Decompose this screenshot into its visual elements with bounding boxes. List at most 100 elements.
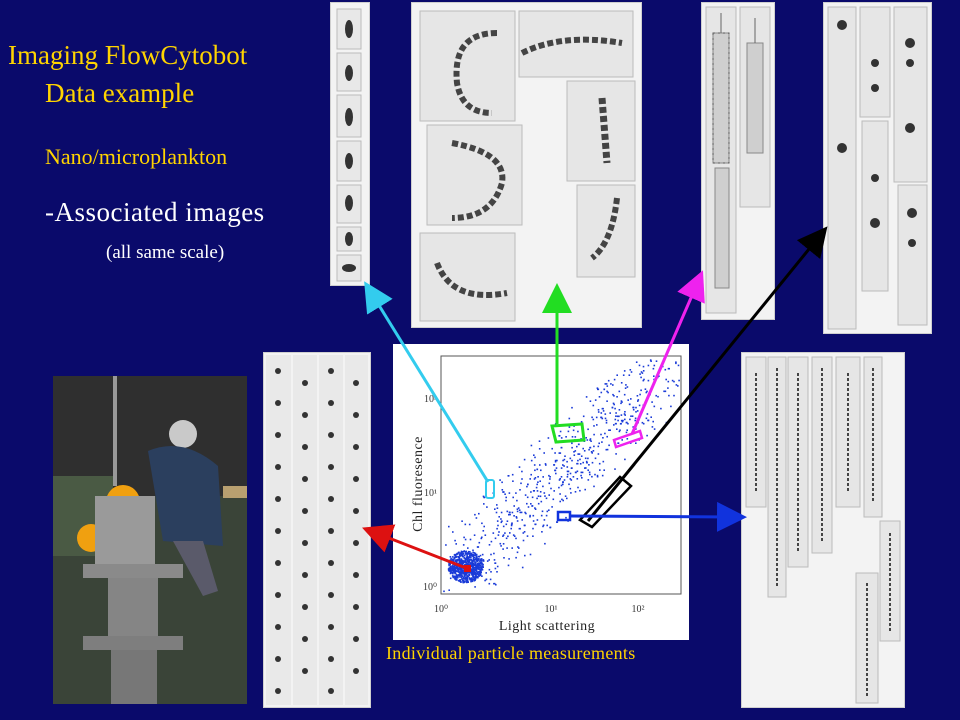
scatter-point <box>449 556 452 558</box>
image-panel-chain-diatoms <box>411 2 642 328</box>
scatter-point <box>539 491 542 493</box>
scatter-point <box>602 460 605 463</box>
scatter-point <box>462 573 465 575</box>
scatter-point <box>512 480 514 482</box>
title-line-1: Imaging FlowCytobot <box>8 40 248 70</box>
scatter-point <box>605 419 608 422</box>
scatter-point <box>455 567 458 570</box>
scatter-point <box>588 448 590 451</box>
scatter-point <box>516 510 519 513</box>
scatter-point <box>471 561 473 563</box>
scatter-point <box>613 403 615 406</box>
scatter-point <box>455 543 457 545</box>
scatter-point <box>461 570 464 572</box>
scatter-point <box>552 498 555 501</box>
scatter-point <box>622 419 624 422</box>
scatter-point <box>486 506 488 508</box>
scatter-point <box>472 578 475 581</box>
scatter-point <box>479 564 481 566</box>
scatter-point <box>616 428 618 430</box>
scatter-point <box>480 537 483 540</box>
scatter-point <box>590 440 592 442</box>
scatter-point <box>526 502 528 505</box>
scatter-point <box>606 448 609 451</box>
scatter-point <box>532 520 535 522</box>
scatter-point <box>453 556 456 559</box>
scatter-point <box>450 572 453 574</box>
scatter-point <box>571 446 573 449</box>
scatter-point <box>585 467 587 469</box>
scatter-point <box>471 578 473 581</box>
scatter-point <box>464 581 466 583</box>
photo-illustration <box>53 376 247 704</box>
scatter-point <box>455 556 457 559</box>
scatter-point <box>644 388 647 390</box>
scatter-point <box>443 590 445 593</box>
scatter-point <box>533 454 535 456</box>
scatter-plot: 10⁰ 10¹ 10² 10⁰ 10¹ 10² Light scattering… <box>393 344 689 640</box>
scatter-point <box>508 513 510 516</box>
scatter-point <box>479 571 482 573</box>
scatter-point <box>592 450 595 452</box>
scatter-point <box>589 446 592 449</box>
scatter-point <box>526 496 529 499</box>
scatter-point <box>655 394 657 397</box>
scatter-point <box>571 459 573 462</box>
scatter-point <box>548 494 550 496</box>
scatter-point <box>620 400 623 402</box>
scatter-point <box>604 413 607 415</box>
image-panel-nano-cells <box>330 2 370 286</box>
scatter-point <box>554 460 557 463</box>
scatter-point <box>464 551 467 553</box>
scatter-point <box>472 549 474 552</box>
scatter-point <box>564 455 566 457</box>
scatter-point <box>642 379 645 382</box>
scatter-point <box>483 525 485 528</box>
scatter-point <box>670 405 672 408</box>
scatter-point <box>498 516 500 518</box>
scatter-point <box>470 563 472 565</box>
scatter-point <box>517 507 520 509</box>
scatter-point <box>594 473 596 476</box>
scatter-point <box>530 459 533 462</box>
scatter-plot-svg: 10⁰ 10¹ 10² 10⁰ 10¹ 10² Light scattering… <box>411 355 682 634</box>
scatter-point <box>475 558 477 561</box>
scatter-point <box>616 396 618 398</box>
scatter-point <box>479 562 481 564</box>
scatter-point <box>593 445 595 448</box>
scatter-point <box>663 390 665 393</box>
scatter-point <box>534 456 536 459</box>
scatter-point <box>459 563 461 565</box>
scatter-point <box>624 387 627 389</box>
elongated-diatom-images <box>705 6 771 314</box>
scatter-point <box>466 555 469 558</box>
scatter-point <box>576 462 579 465</box>
scatter-point <box>589 473 591 476</box>
scatter-point <box>559 452 562 454</box>
scatter-point <box>553 464 556 466</box>
scatter-point <box>529 515 531 518</box>
scatter-point <box>598 442 600 445</box>
scatter-point <box>524 524 526 527</box>
scatter-point <box>631 415 634 417</box>
scatter-point <box>485 572 487 574</box>
scatter-point <box>463 536 465 539</box>
scatter-point <box>635 428 637 430</box>
scatter-point <box>471 563 473 566</box>
plot-caption: Individual particle measurements <box>386 643 636 663</box>
scatter-point <box>642 365 645 368</box>
scatter-point <box>617 419 619 422</box>
scatter-point <box>457 571 460 573</box>
scatter-point <box>454 553 456 556</box>
scatter-point <box>658 375 660 377</box>
scatter-point <box>649 359 652 361</box>
scatter-point <box>468 523 471 526</box>
scatter-point <box>638 364 641 367</box>
image-panel-cells-in-columns <box>823 2 932 334</box>
scatter-point <box>660 407 662 410</box>
scatter-point <box>483 496 486 499</box>
x-tick-1: 10⁰ <box>434 604 448 615</box>
scatter-point <box>587 428 589 431</box>
scatter-point <box>496 571 498 573</box>
scatter-point <box>493 582 496 585</box>
